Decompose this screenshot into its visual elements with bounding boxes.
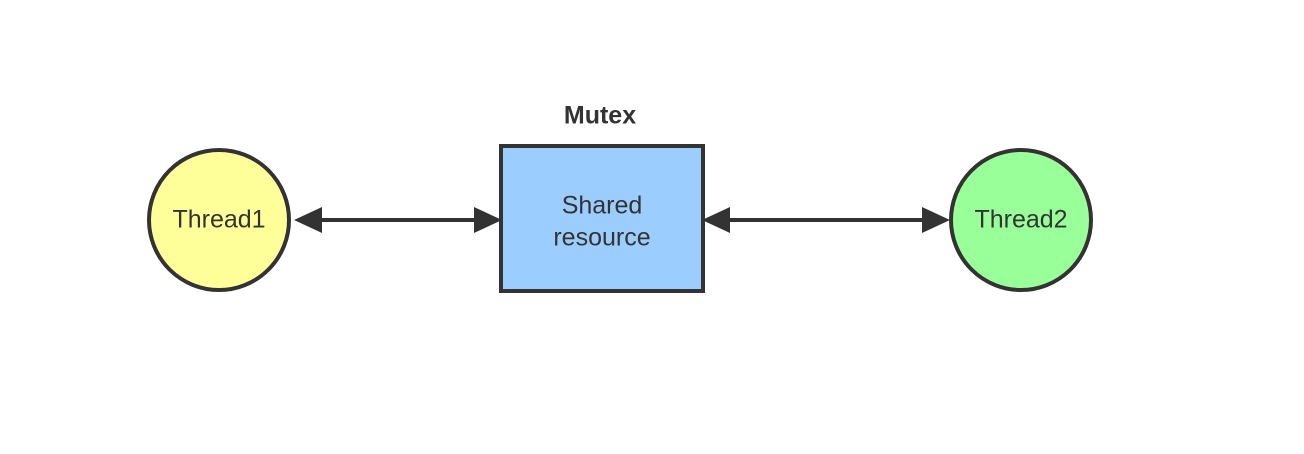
node-thread2[interactable]: Thread2 [949,148,1093,292]
shared-resource-label-line2: resource [553,224,650,252]
edge-resource-thread2[interactable] [702,207,950,233]
arrow-head-right-resource [474,207,502,233]
node-shared-resource[interactable]: Shared resource [499,144,705,293]
thread1-circle [147,148,291,292]
arrow-head-left-thread1 [294,207,322,233]
arrow-head-right-thread2 [922,207,950,233]
edge-thread1-resource[interactable] [294,207,502,233]
node-thread1[interactable]: Thread1 [147,148,291,292]
shared-resource-label-line1: Shared [562,192,643,220]
mutex-edge-label: Mutex [564,102,636,130]
thread2-circle [949,148,1093,292]
arrow-head-left-resource [702,207,730,233]
thread1-label: Thread1 [172,206,265,234]
shared-resource-rect [499,144,705,293]
thread2-label: Thread2 [974,206,1067,234]
